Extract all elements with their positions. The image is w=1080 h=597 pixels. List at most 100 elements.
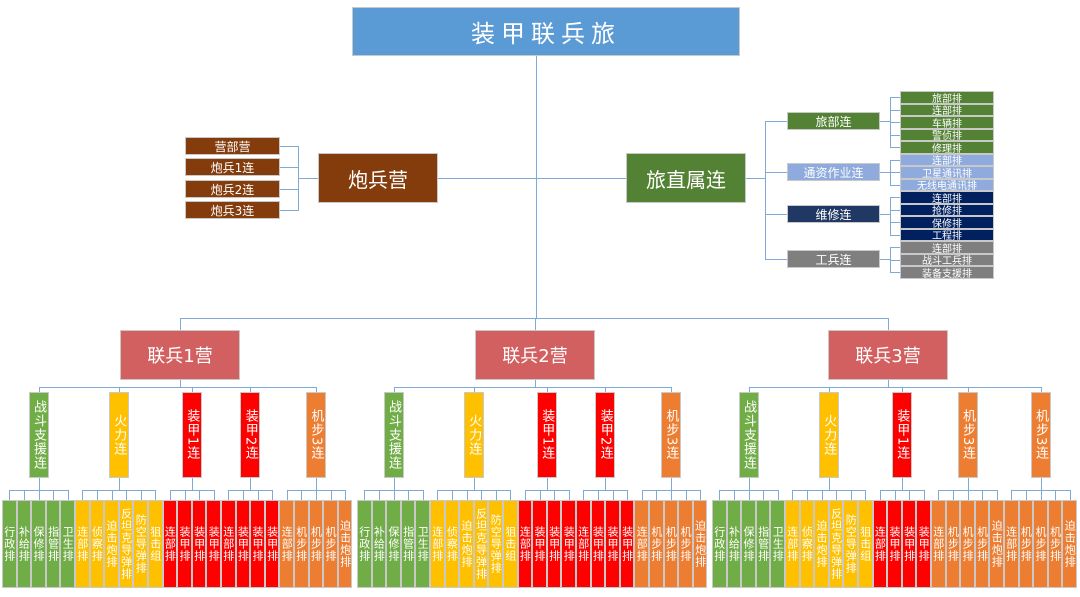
connector-line [583,490,585,500]
connector-line [641,490,702,491]
direct-platoon-box: 抢修排 [900,203,994,217]
platoon-box: 保修排 [386,500,401,588]
connector-line [535,380,536,387]
connector-line [765,172,787,173]
connector-line [777,490,779,500]
connector-line [923,490,925,500]
connector-line [894,490,896,500]
direct-platoon-box: 修理排 [900,141,994,155]
company-box: 火力连 [818,392,839,478]
platoon-box: 迫击炮排 [337,500,353,588]
platoon-box: 机步排 [308,500,324,588]
platoon-box: 装甲排 [532,500,547,588]
company-box: 火力连 [463,392,484,478]
connector-line [748,478,750,490]
connector-line [890,197,891,235]
connector-line [828,478,830,490]
connector-line [670,478,672,490]
direct-platoon-box: 连部排 [900,153,994,167]
platoon-box: 机步排 [1047,500,1063,588]
connector-line [733,490,735,500]
connector-line [828,387,830,392]
platoon-box: 装甲排 [264,500,280,588]
connector-line [38,387,316,388]
platoon-box: 防空导弹排 [843,500,858,588]
connector-line [765,259,787,260]
platoon-box: 机步排 [1018,500,1034,588]
company-box: 战斗支援连 [383,392,404,478]
artillery-unit-box: 炮兵1连 [185,158,280,176]
connector-line [437,490,439,500]
connector-line [890,247,891,272]
direct-platoon-box: 车辆排 [900,116,994,130]
connector-line [38,387,40,392]
connector-line [700,490,702,500]
artillery-unit-box: 营部营 [185,137,280,155]
platoon-box: 装甲排 [605,500,620,588]
connector-line [952,490,954,500]
connector-line [967,478,969,490]
connector-line [1040,490,1042,500]
direct-platoon-box: 连部排 [900,191,994,205]
battalion-box: 联兵1营 [120,330,240,380]
connector-line [180,380,181,387]
connector-line [605,387,607,392]
connector-line [184,490,186,500]
platoon-box: 狙击组 [858,500,873,588]
platoon-box: 反坦克导弹排 [828,500,844,588]
connector-line [111,490,113,500]
platoon-box: 连部排 [162,500,178,588]
direct-companies-box: 旅直属连 [626,153,746,203]
company-box: 机步3连 [957,392,978,478]
company-box: 机步3连 [1030,392,1051,478]
battalion-box: 联兵2营 [475,330,595,380]
connector-line [763,490,765,500]
connector-line [228,490,230,500]
direct-platoon-box: 警侦排 [900,128,994,142]
platoon-box: 卫生排 [770,500,785,588]
connector-line [191,387,193,392]
direct-platoon-box: 保修排 [900,216,994,230]
company-box: 火力连 [108,392,129,478]
platoon-box: 行政排 [357,500,372,588]
platoon-box: 侦察排 [89,500,105,588]
connector-line [890,234,900,236]
connector-line [155,490,157,500]
platoon-box: 装甲排 [177,500,192,588]
connector-line [967,387,969,392]
connector-line [438,178,626,179]
connector-line [451,490,453,500]
connector-line [280,167,298,168]
platoon-box: 反坦克导弹排 [473,500,489,588]
connector-line [890,147,900,148]
direct-platoon-box: 工程排 [900,228,994,242]
connector-line [1040,478,1042,490]
connector-line [909,490,911,500]
connector-line [719,490,721,500]
connector-line [473,387,475,392]
company-box: 装甲1连 [536,392,557,478]
connector-line [890,97,900,98]
direct-platoon-box: 战斗工兵排 [900,253,994,267]
platoon-box: 装甲排 [916,500,931,588]
connector-line [612,490,614,500]
connector-line [495,490,497,500]
platoon-box: 装甲排 [619,500,635,588]
platoon-box: 机步排 [294,500,309,588]
platoon-box: 指管排 [755,500,771,588]
connector-line [9,490,69,491]
platoon-box: 狙击组 [148,500,163,588]
connector-line [890,259,900,261]
platoon-box: 保修排 [31,500,46,588]
direct-company-box: 工兵连 [787,250,880,268]
connector-line [719,490,779,491]
platoon-box: 装甲排 [235,500,251,588]
connector-line [286,490,347,491]
connector-line [38,478,40,490]
connector-line [888,318,889,330]
company-box: 装甲1连 [181,392,202,478]
connector-line [890,172,900,173]
platoon-box: 连部排 [931,500,946,588]
direct-platoon-box: 卫星通讯排 [900,166,994,180]
